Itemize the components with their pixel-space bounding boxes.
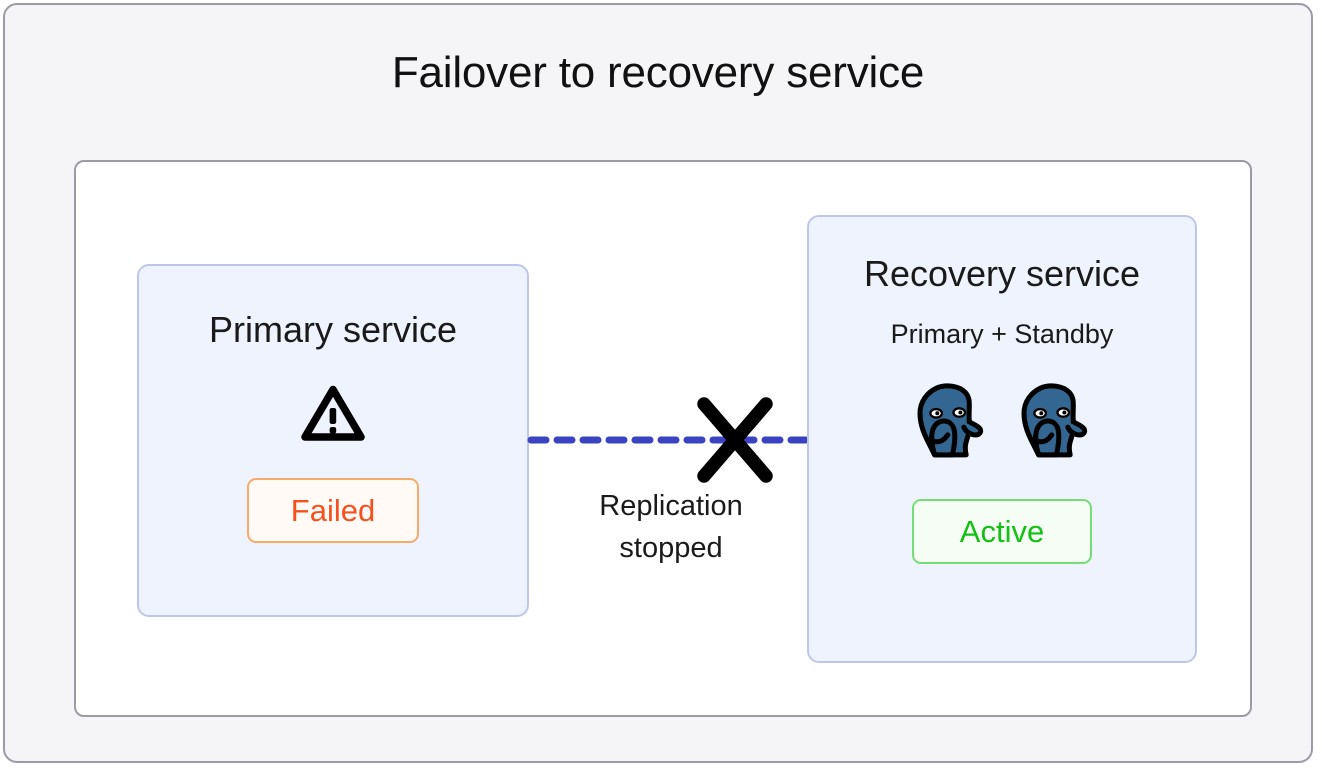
primary-service-node[interactable]: Primary service Failed	[137, 264, 529, 617]
replication-label-line-1: Replication	[599, 490, 743, 522]
postgresql-elephant-icon	[1021, 383, 1088, 458]
warning-triangle-icon	[301, 385, 365, 441]
recovery-service-subtitle: Primary + Standby	[890, 318, 1114, 349]
recovery-service-node[interactable]: Recovery service Primary + Standby	[807, 215, 1197, 663]
recovery-status-badge[interactable]: Active	[912, 499, 1092, 565]
primary-service-title: Primary service	[208, 309, 458, 350]
replication-label: Replication stopped	[531, 485, 811, 569]
postgres-instance-row	[911, 381, 1093, 461]
diagram-canvas: Primary service Failed Replication stopp…	[74, 160, 1252, 717]
replication-link	[527, 377, 815, 487]
page-title: Failover to recovery service	[391, 48, 925, 97]
cross-x-icon	[697, 397, 773, 483]
diagram-frame: Failover to recovery service Primary ser…	[3, 3, 1313, 763]
recovery-service-title: Recovery service	[863, 253, 1141, 294]
primary-status-badge[interactable]: Failed	[247, 477, 419, 543]
replication-label-line-2: stopped	[619, 532, 723, 565]
postgresql-elephant-icon	[917, 383, 984, 458]
